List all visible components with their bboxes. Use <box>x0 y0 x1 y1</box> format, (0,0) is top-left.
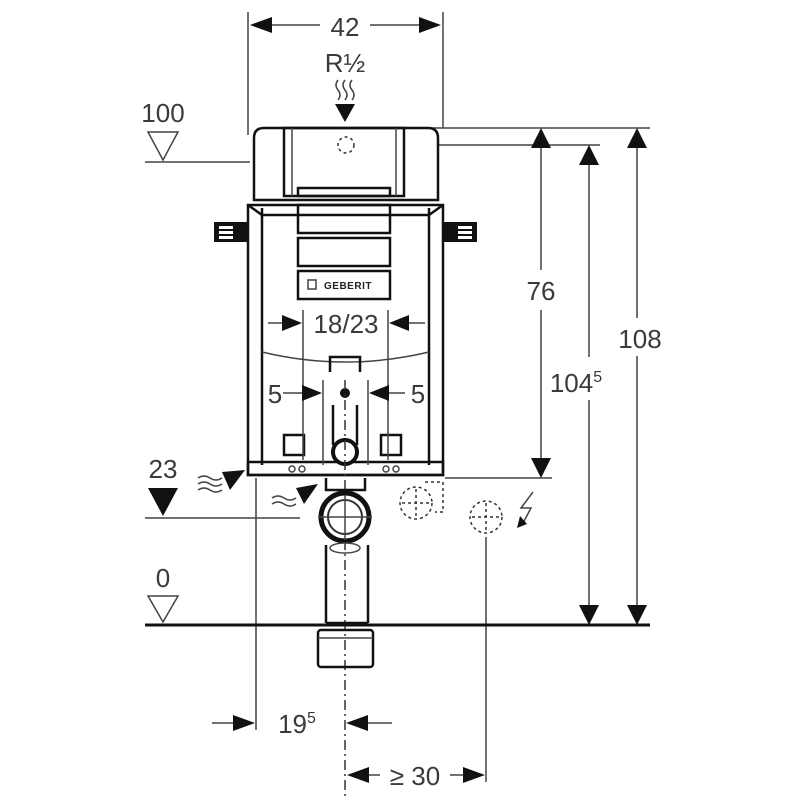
water-wave-icon <box>271 495 297 507</box>
installation-frame: GEBERIT <box>214 126 477 800</box>
electrical-connections <box>399 481 534 782</box>
filled-triangle-icon <box>148 488 178 516</box>
lightning-icon <box>519 491 534 526</box>
dim-width-42: 42 <box>247 12 444 135</box>
dim-label-5-right: 5 <box>411 379 425 409</box>
level-marker-100: 100 <box>141 98 250 163</box>
dim-label-19-5: 195 <box>278 709 316 739</box>
dim-label-76: 76 <box>527 276 556 306</box>
dim-label-108: 108 <box>618 324 661 354</box>
open-triangle-icon <box>146 595 180 624</box>
dim-label-18-23: 18/23 <box>313 309 378 339</box>
dim-19-5: 195 <box>212 709 392 739</box>
center-point <box>340 388 350 398</box>
arrow-down-icon <box>335 104 355 122</box>
dim-label-42: 42 <box>331 12 360 42</box>
level-marker-23: 23 <box>145 454 318 730</box>
level-label-23: 23 <box>149 454 178 484</box>
brand-label: GEBERIT <box>324 281 372 292</box>
level-marker-0: 0 <box>145 563 650 627</box>
dim-18-23: 18/23 <box>268 309 425 460</box>
brand-plate <box>296 269 392 301</box>
waste-pipe <box>316 478 375 669</box>
dim-min-30: ≥ 30 <box>347 761 485 791</box>
dim-offsets-5: 5 5 <box>268 379 425 465</box>
water-wave-icon <box>335 79 355 101</box>
water-inlet: R½ <box>325 48 365 122</box>
dim-label-104: 1045 <box>550 368 602 398</box>
open-triangle-icon <box>146 131 180 162</box>
water-wave-icon <box>197 475 223 493</box>
level-label-100: 100 <box>141 98 184 128</box>
level-label-0: 0 <box>156 563 170 593</box>
cistern-housing <box>252 126 440 202</box>
dim-label-r-half: R½ <box>325 48 365 78</box>
dim-label-min-30: ≥ 30 <box>390 761 440 791</box>
dim-label-5-left: 5 <box>268 379 282 409</box>
